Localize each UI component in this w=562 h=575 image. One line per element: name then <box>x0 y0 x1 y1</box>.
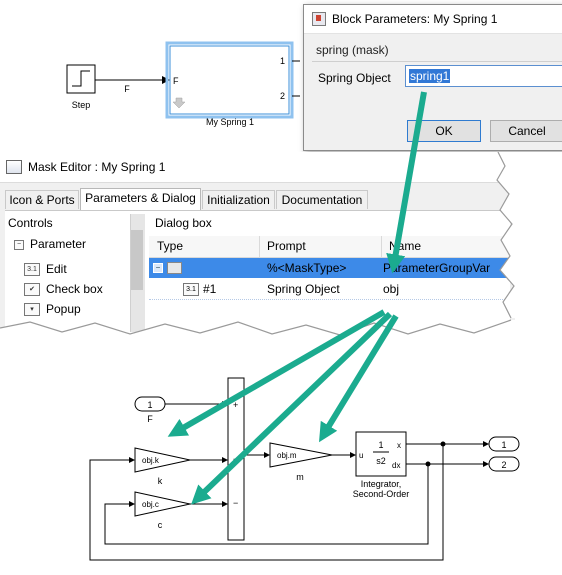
sum-minus-c: − <box>233 498 238 508</box>
arrow-spring1-to-obj <box>386 91 427 274</box>
wire-arrowhead <box>129 457 135 463</box>
wire-arrowhead <box>222 501 228 507</box>
outport-1-number: 1 <box>501 440 506 450</box>
outport-2-number: 2 <box>501 460 506 470</box>
row-prompt: Spring Object <box>267 282 340 296</box>
column-divider[interactable] <box>381 236 382 257</box>
mask-editor-title: Mask Editor : My Spring 1 <box>28 160 166 174</box>
feedback-dx-wire <box>104 464 429 545</box>
simulink-block-icon <box>312 12 326 26</box>
wire-arrowhead <box>129 501 135 507</box>
inport-f-number: 1 <box>147 400 152 410</box>
arrow-obj-to-gain-m <box>318 314 399 443</box>
wire-arrowhead <box>483 441 489 447</box>
ok-button[interactable]: OK <box>407 120 481 142</box>
wire-arrowhead <box>350 452 356 458</box>
row-name: ParameterGroupVar <box>383 261 491 275</box>
column-prompt[interactable]: Prompt <box>267 239 306 253</box>
wire-arrowhead <box>222 457 228 463</box>
subsystem-in-port: F <box>173 76 179 86</box>
gain-m-label: m <box>296 472 304 482</box>
bottom-diagram: 1 F + − − obj.k k obj.c c obj.m m u 1 s2… <box>89 377 520 561</box>
step-label: Step <box>72 100 91 110</box>
spring-object-label: Spring Object <box>318 71 391 85</box>
gain-k-label: k <box>158 476 163 486</box>
dialog-grid-header: Type Prompt Name <box>149 236 509 258</box>
down-arrow-icon <box>172 97 186 109</box>
table-row[interactable]: 3.1 #1 Spring Object obj <box>149 279 509 300</box>
my-spring-subsystem[interactable] <box>169 45 290 115</box>
control-edit-label: Edit <box>46 262 67 276</box>
dialog-title: Block Parameters: My Spring 1 <box>332 12 498 26</box>
integrator-label-2: Second-Order <box>353 489 410 499</box>
arrow-obj-to-gain-c <box>191 311 393 505</box>
parameter-group-label: Parameter <box>30 237 87 251</box>
wire-arrowhead <box>264 452 270 458</box>
spring-object-input[interactable]: spring1 <box>405 65 562 87</box>
tab-parameters-dialog[interactable]: Parameters & Dialog <box>80 188 201 210</box>
checkbox-control-icon: ✔ <box>24 283 40 297</box>
outport-1[interactable] <box>488 436 520 452</box>
integrator-block[interactable] <box>355 431 407 477</box>
dialog-box-heading: Dialog box <box>155 216 212 230</box>
edit-control-icon: 3.1 <box>24 263 40 277</box>
column-type[interactable]: Type <box>157 239 184 253</box>
integrator-in: u <box>359 451 363 460</box>
mask-type-label: spring (mask) <box>316 43 389 57</box>
inport-f-label: F <box>147 414 153 424</box>
integrator-out-x: x <box>397 441 401 450</box>
gain-m-expr: obj.m <box>277 451 297 460</box>
wire-arrowhead <box>483 461 489 467</box>
collapse-icon: − <box>14 239 24 250</box>
control-checkbox-label: Check box <box>46 282 103 296</box>
controls-heading: Controls <box>8 216 53 230</box>
sum-plus: + <box>233 400 238 410</box>
cancel-button[interactable]: Cancel <box>490 120 562 142</box>
dialog-divider <box>312 61 562 62</box>
control-popup[interactable]: ▾ Popup <box>24 300 81 318</box>
table-row[interactable]: − %<MaskType> ParameterGroupVar <box>149 258 509 278</box>
edit-control-icon: 3.1 <box>183 283 199 296</box>
integrator-num: 1 <box>378 440 383 450</box>
subsystem-out-port-2: 2 <box>280 91 285 101</box>
control-checkbox[interactable]: ✔ Check box <box>24 280 103 298</box>
mask-editor-titlebar[interactable]: Mask Editor : My Spring 1 <box>0 152 515 183</box>
subsystem-name: My Spring 1 <box>206 117 254 127</box>
row-type: #1 <box>203 282 217 296</box>
popup-control-icon: ▾ <box>24 303 40 317</box>
tab-documentation[interactable]: Documentation <box>276 190 368 209</box>
subsystem-highlight <box>165 41 294 119</box>
dialog-titlebar[interactable]: Block Parameters: My Spring 1 <box>304 5 562 34</box>
spring-object-value: spring1 <box>409 69 451 83</box>
control-popup-label: Popup <box>46 302 81 316</box>
signal-label: F <box>124 84 130 94</box>
subsystem-out-port-1: 1 <box>280 56 285 66</box>
tab-initialization[interactable]: Initialization <box>202 190 275 209</box>
integrator-den: s2 <box>376 456 386 466</box>
folder-icon <box>167 262 182 274</box>
feedback-x-wire <box>89 444 444 561</box>
mask-editor-window: Mask Editor : My Spring 1 Icon & Ports P… <box>0 152 515 337</box>
outport-2[interactable] <box>488 456 520 472</box>
integrator-out-dx: dx <box>392 461 400 470</box>
step-icon <box>72 70 90 87</box>
gain-k-expr: obj.k <box>142 456 160 465</box>
integrator-label-1: Integrator, <box>361 479 402 489</box>
column-divider[interactable] <box>259 236 260 257</box>
mask-editor-icon <box>6 160 22 174</box>
control-edit[interactable]: 3.1 Edit <box>24 260 67 278</box>
top-diagram: Step F F 1 2 My Spring 1 <box>66 41 300 127</box>
controls-scroll-thumb[interactable] <box>131 230 143 290</box>
expand-icon: − <box>153 263 163 273</box>
gain-c-label: c <box>158 520 163 530</box>
row-prompt: %<MaskType> <box>267 261 347 275</box>
block-parameters-dialog: Block Parameters: My Spring 1 spring (ma… <box>303 4 562 151</box>
arrow-obj-to-gain-k <box>167 309 386 437</box>
row-name: obj <box>383 282 400 296</box>
tab-icon-ports[interactable]: Icon & Ports <box>5 190 79 209</box>
parameter-group[interactable]: −Parameter <box>14 235 86 253</box>
gain-m-block[interactable] <box>269 442 333 468</box>
gain-c-expr: obj.c <box>142 500 159 509</box>
